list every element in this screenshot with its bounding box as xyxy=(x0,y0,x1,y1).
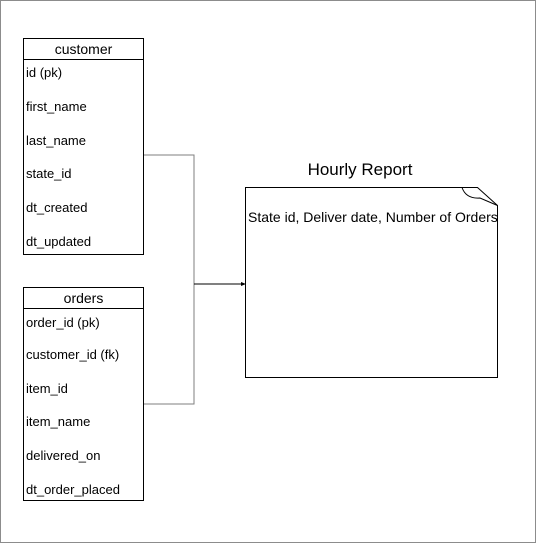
orders-field-delivered-on: delivered_on xyxy=(26,448,101,463)
orders-table[interactable]: orders order_id (pk) customer_id (fk) it… xyxy=(23,287,144,501)
customer-field-last-name: last_name xyxy=(26,133,86,148)
customer-table-title: customer xyxy=(24,39,143,60)
customer-field-dt-created: dt_created xyxy=(26,200,88,215)
orders-field-customer-id: customer_id (fk) xyxy=(26,347,120,362)
orders-field-dt-order-placed: dt_order_placed xyxy=(26,482,120,497)
customer-table[interactable]: customer id (pk) first_name last_name st… xyxy=(23,38,144,255)
orders-field-item-name: item_name xyxy=(26,414,91,429)
report-note-shape xyxy=(245,187,498,378)
report-content[interactable]: State id, Deliver date, Number of Orders xyxy=(248,209,498,225)
customer-field-dt-updated: dt_updated xyxy=(26,234,92,249)
customer-field-state-id: state_id xyxy=(26,166,72,181)
customer-connector xyxy=(144,154,195,405)
customer-field-id: id (pk) xyxy=(26,65,63,80)
orders-field-item-id: item_id xyxy=(26,381,68,396)
note-fold-icon xyxy=(461,187,498,206)
orders-table-title: orders xyxy=(24,288,143,309)
arrowhead-icon xyxy=(241,282,246,286)
orders-field-order-id: order_id (pk) xyxy=(26,315,100,330)
report-title: Hourly Report xyxy=(307,160,413,179)
customer-field-first-name: first_name xyxy=(26,99,87,114)
